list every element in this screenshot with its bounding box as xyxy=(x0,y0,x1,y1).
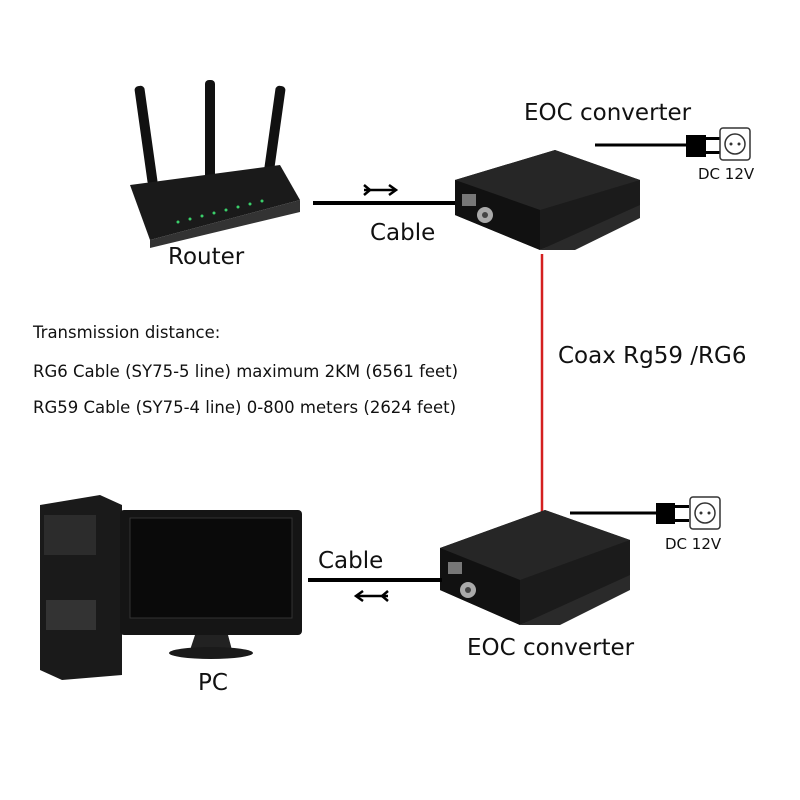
pc-tower-image xyxy=(40,495,122,680)
arrow-left-icon xyxy=(353,589,389,603)
transmission-line-rg59: RG59 Cable (SY75-4 line) 0-800 meters (2… xyxy=(33,398,457,417)
top-cable-label: Cable xyxy=(370,220,436,246)
bottom-power-label: DC 12V xyxy=(665,535,722,553)
top-converter-label: EOC converter xyxy=(524,100,692,126)
pc-monitor-image xyxy=(120,510,302,659)
bottom-power-plug xyxy=(570,503,689,524)
top-eoc-converter-image xyxy=(455,150,640,250)
pc-label: PC xyxy=(198,670,228,696)
arrow-right-icon xyxy=(363,183,399,197)
router-image xyxy=(130,80,300,248)
power-socket-icon xyxy=(689,496,721,530)
coax-label: Coax Rg59 /RG6 xyxy=(558,343,747,369)
router-label: Router xyxy=(168,244,245,270)
bottom-converter-label: EOC converter xyxy=(467,635,635,661)
top-power-label: DC 12V xyxy=(698,165,755,183)
bottom-eoc-converter-image xyxy=(440,510,630,625)
bottom-cable-label: Cable xyxy=(318,548,384,574)
transmission-line-rg6: RG6 Cable (SY75-5 line) maximum 2KM (656… xyxy=(33,362,459,381)
power-socket-icon xyxy=(719,127,751,161)
transmission-title: Transmission distance: xyxy=(33,323,221,342)
top-power-plug xyxy=(595,135,720,157)
